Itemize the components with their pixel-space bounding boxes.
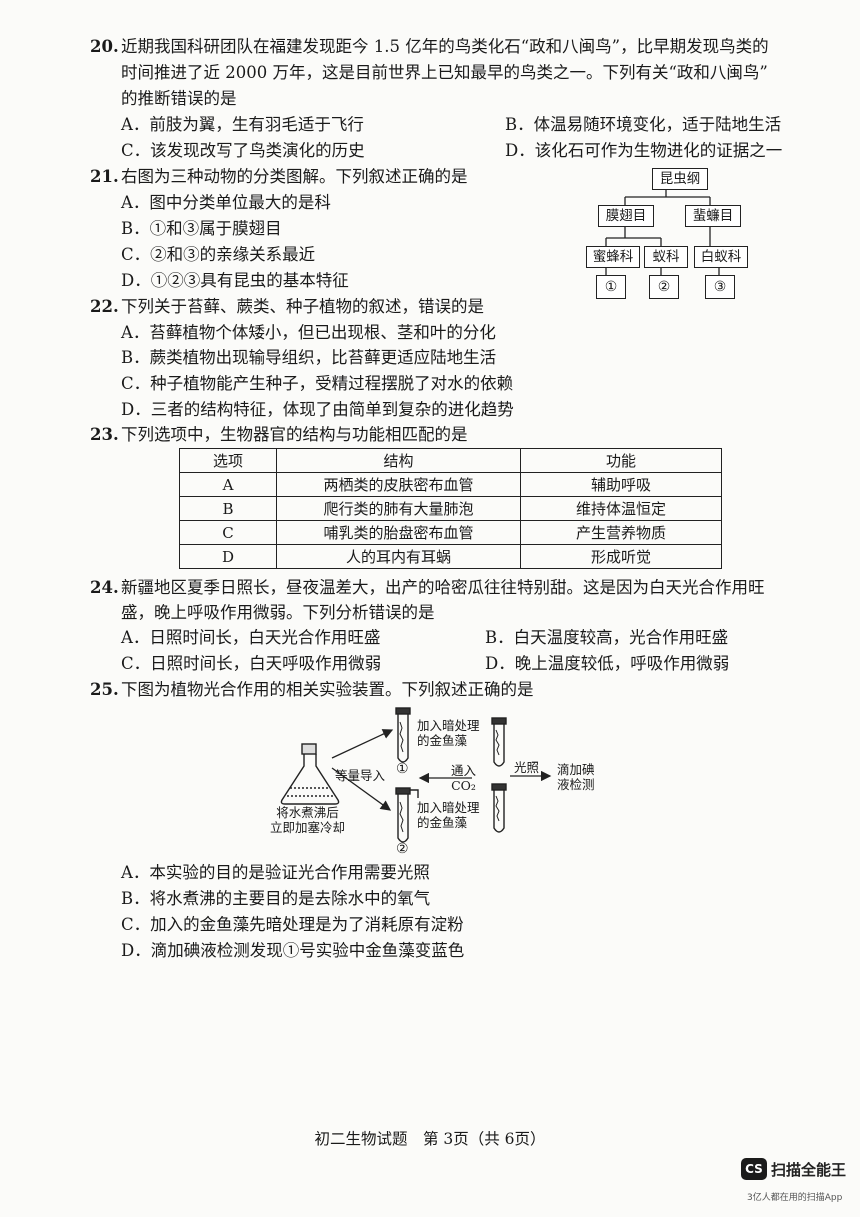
column-header: 结构	[276, 448, 521, 473]
table-cell: 维持体温恒定	[520, 496, 722, 521]
option-b: B．将水煮沸的主要目的是去除水中的氧气	[121, 889, 431, 908]
page-footer: 初二生物试题 第 3页（共 6页）	[314, 1130, 546, 1148]
tree-node-order: 蜚蠊目	[685, 205, 741, 227]
test-tube-1-icon	[395, 707, 411, 763]
column-header: 选项	[179, 448, 277, 473]
tree-node-family: 蜜蜂科	[586, 246, 640, 268]
question-number: 23.	[90, 425, 119, 444]
question-stem: 下列选项中，生物器官的结构与功能相匹配的是	[121, 425, 468, 444]
table-cell: 爬行类的肺有大量肺泡	[276, 496, 521, 521]
option-c: C．加入的金鱼藻先暗处理是为了消耗原有淀粉	[121, 915, 464, 934]
iodine-label-line: 液检测	[557, 777, 595, 792]
co2-label-line: CO₂	[451, 778, 476, 793]
tree-node-family: 白蚁科	[694, 246, 748, 268]
option-b: B．体温易随环境变化，适于陆地生活	[505, 115, 782, 134]
option-a: A．本实验的目的是验证光合作用需要光照	[121, 863, 430, 882]
iodine-label-line: 滴加碘	[557, 762, 595, 777]
scanner-app-name: 扫描全能王	[771, 1161, 847, 1179]
table-cell: 两栖类的皮肤密布血管	[276, 472, 521, 497]
option-a: A．前肢为翼，生有羽毛适于飞行	[121, 115, 364, 134]
tree-leaf-number: ③	[705, 275, 735, 299]
tube-number-2: ②	[396, 841, 409, 857]
question-text-line: 时间推进了近 2000 万年，这是目前世界上已知最早的鸟类之一。下列有关“政和八…	[121, 63, 768, 82]
table-cell: C	[179, 520, 277, 545]
question-number: 21.	[90, 167, 119, 186]
flask-label: 将水煮沸后 立即加塞冷却	[270, 805, 345, 835]
table-cell: 产生营养物质	[520, 520, 722, 545]
option-d: D．晚上温度较低，呼吸作用微弱	[485, 654, 730, 673]
table-cell: 人的耳内有耳蜗	[276, 544, 521, 569]
question-text-line: 的推断错误的是	[121, 89, 237, 108]
tube-1-label: 加入暗处理 的金鱼藻	[417, 718, 480, 748]
tree-node-family: 蚁科	[644, 246, 688, 268]
question-stem: 下列关于苔藓、蕨类、种子植物的叙述，错误的是	[121, 297, 484, 316]
result-tube-1-icon	[491, 717, 507, 767]
tube-number-1: ①	[396, 761, 409, 777]
structure-function-table: 选项 结构 功能 A 两栖类的皮肤密布血管 辅助呼吸 B 爬行类的肺有大量肺泡 …	[179, 448, 722, 569]
split-label: 等量导入	[335, 768, 386, 783]
apparatus-drawing	[280, 707, 552, 843]
question-text-line: 盛，晚上呼吸作用微弱。下列分析错误的是	[121, 603, 435, 622]
option-c: C．该发现改写了鸟类演化的历史	[121, 141, 365, 160]
question-text-line: 近期我国科研团队在福建发现距今 1.5 亿年的鸟类化石“政和八闽鸟”，比早期发现…	[121, 37, 769, 56]
test-tube-2-icon	[395, 787, 419, 843]
question-number: 20.	[90, 37, 119, 56]
tree-leaf-number: ①	[596, 275, 626, 299]
table-row: D 人的耳内有耳蜗 形成听觉	[179, 544, 722, 569]
option-a: A．日照时间长，白天光合作用旺盛	[121, 628, 381, 647]
tube-2-label: 加入暗处理 的金鱼藻	[417, 800, 480, 830]
tube-label-line: 加入暗处理	[417, 800, 480, 815]
flask-icon	[280, 743, 340, 805]
co2-label-line: 通入	[451, 763, 477, 778]
option-d: D．滴加碘液检测发现①号实验中金鱼藻变蓝色	[121, 941, 465, 960]
question-number: 24.	[90, 578, 119, 597]
option-b: B．蕨类植物出现输导组织，比苔藓更适应陆地生活	[121, 348, 497, 367]
table-cell: 辅助呼吸	[520, 472, 722, 497]
question-stem: 下图为植物光合作用的相关实验装置。下列叙述正确的是	[121, 680, 534, 699]
table-header-row: 选项 结构 功能	[179, 448, 722, 473]
tube-label-line: 的金鱼藻	[417, 815, 468, 830]
option-b: B．①和③属于膜翅目	[121, 219, 282, 238]
scanner-logo-icon: CS	[741, 1158, 767, 1180]
flask-label-line: 立即加塞冷却	[270, 820, 346, 835]
option-a: A．图中分类单位最大的是科	[121, 193, 331, 212]
tree-leaf-number: ②	[649, 275, 679, 299]
table-cell: B	[179, 496, 277, 521]
table-cell: D	[179, 544, 277, 569]
option-d: D．①②③具有昆虫的基本特征	[121, 271, 349, 290]
table-cell: 形成听觉	[520, 544, 722, 569]
table-row: C 哺乳类的胎盘密布血管 产生营养物质	[179, 520, 722, 545]
result-tube-2-icon	[491, 783, 507, 833]
question-number: 25.	[90, 680, 119, 699]
table-cell: A	[179, 472, 277, 497]
iodine-label: 滴加碘 液检测	[557, 762, 595, 792]
flask-label-line: 将水煮沸后	[276, 805, 339, 820]
tree-connectors	[605, 186, 720, 275]
co2-label: 通入 CO₂	[451, 763, 476, 793]
option-d: D．该化石可作为生物进化的证据之一	[505, 141, 783, 160]
tree-node-class: 昆虫纲	[652, 168, 708, 190]
option-c: C．种子植物能产生种子，受精过程摆脱了对水的依赖	[121, 374, 514, 393]
question-text-line: 新疆地区夏季日照长，昼夜温差大，出产的哈密瓜往往特别甜。这是因为白天光合作用旺	[121, 578, 765, 597]
question-number: 22.	[90, 297, 119, 316]
column-header: 功能	[520, 448, 722, 473]
table-cell: 哺乳类的胎盘密布血管	[276, 520, 521, 545]
tree-node-order: 膜翅目	[598, 205, 654, 227]
tube-label-line: 加入暗处理	[417, 718, 480, 733]
tube-label-line: 的金鱼藻	[417, 733, 468, 748]
option-d: D．三者的结构特征，体现了由简单到复杂的进化趋势	[121, 400, 514, 419]
question-stem: 右图为三种动物的分类图解。下列叙述正确的是	[121, 167, 468, 186]
option-c: C．②和③的亲缘关系最近	[121, 245, 316, 264]
option-a: A．苔藓植物个体矮小，但已出现根、茎和叶的分化	[121, 323, 496, 342]
table-row: B 爬行类的肺有大量肺泡 维持体温恒定	[179, 496, 722, 521]
option-c: C．日照时间长，白天呼吸作用微弱	[121, 654, 382, 673]
scanner-tagline: 3亿人都在用的扫描App	[747, 1193, 843, 1203]
table-row: A 两栖类的皮肤密布血管 辅助呼吸	[179, 472, 722, 497]
option-b: B．白天温度较高，光合作用旺盛	[485, 628, 729, 647]
light-label: 光照	[514, 760, 540, 775]
